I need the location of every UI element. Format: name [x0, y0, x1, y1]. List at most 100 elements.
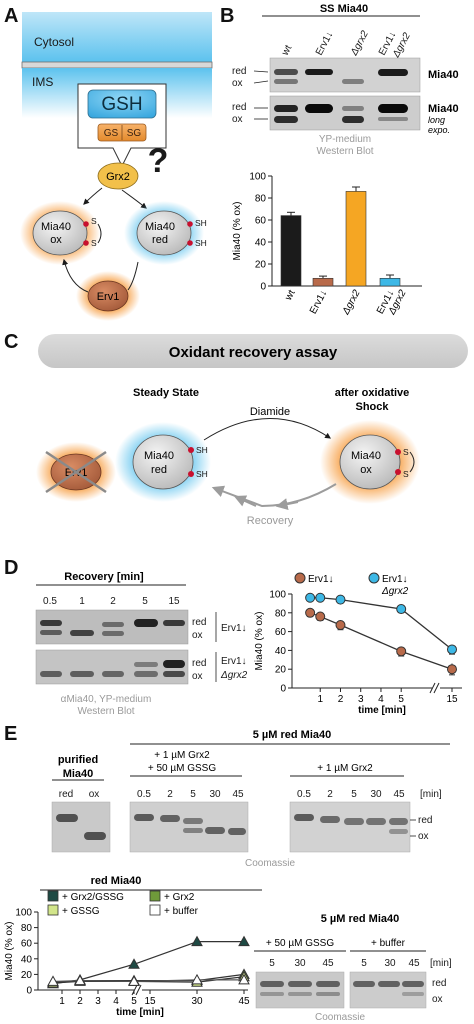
blot-band: [378, 69, 408, 76]
panel-label-c: C: [4, 331, 18, 353]
gel-band: [294, 814, 314, 821]
lower-time-label: 45: [322, 958, 334, 969]
y-tick-label: 40: [21, 954, 33, 965]
cytosol-label: Cytosol: [34, 35, 74, 49]
bar: [280, 215, 302, 287]
gel-band: [402, 992, 424, 996]
disulfide-s: S: [91, 216, 97, 226]
gel-band: [320, 816, 340, 823]
series-line: [133, 941, 198, 965]
x-tick-label: 3: [358, 694, 364, 705]
data-point: [315, 592, 326, 603]
condition-grx2: + 1 µM Grx2: [317, 763, 373, 774]
band-label-ox: ox: [192, 630, 203, 641]
blot-caption-antibody: αMia40, YP-medium: [61, 694, 152, 705]
y-tick-label: 60: [255, 216, 267, 227]
blot-band: [134, 671, 158, 677]
blot-caption-method: Western Blot: [77, 706, 134, 717]
series-line: [309, 612, 453, 670]
lower-condition-gssg: + 50 µM GSSG: [266, 938, 335, 949]
blot-band: [102, 631, 124, 636]
gssg-label-left: GS: [104, 128, 119, 139]
western-blot-1: red ox Mia40: [232, 57, 459, 93]
cysteine-dot: [395, 449, 401, 455]
disulfide-bond: [409, 451, 415, 473]
lower-time-label: 30: [294, 958, 306, 969]
erv1-label: Erv1: [97, 291, 120, 303]
blot-protein-label: Mia40: [428, 103, 459, 115]
blot-band: [274, 79, 298, 84]
blot-band: [305, 69, 333, 75]
data-point: [128, 975, 140, 986]
time-label: 0.5: [43, 596, 57, 607]
data-point: [238, 935, 250, 947]
chart-title: red Mia40: [91, 875, 142, 887]
blot-band: [163, 620, 185, 626]
coomassie-caption: Coomassie: [245, 858, 295, 869]
x-tick-label: 45: [238, 996, 250, 1007]
data-point: [396, 646, 407, 657]
cysteine-dot: [83, 221, 89, 227]
diamide-label: Diamide: [250, 406, 290, 418]
time-label: 1: [79, 596, 85, 607]
series-line: [310, 597, 453, 650]
legend-label: + buffer: [164, 906, 199, 917]
long-exposure-note: expo.: [428, 125, 450, 135]
western-blot-2: red ox Mia40 long expo.: [232, 95, 459, 135]
y-tick-label: 80: [255, 194, 267, 205]
legend-swatch: [149, 904, 161, 916]
band-label-red: red: [192, 658, 206, 669]
y-tick-label: 60: [21, 939, 33, 950]
thiol-sh: SH: [195, 238, 207, 248]
legend-swatch: [47, 904, 59, 916]
mia40-ox-shape: [339, 434, 401, 490]
gel-band: [316, 992, 340, 996]
y-tick-label: 0: [280, 684, 286, 695]
gel-top-title: 5 µM red Mia40: [253, 729, 331, 741]
legend-label: Erv1↓: [382, 574, 408, 585]
gel-background: [289, 801, 411, 853]
data-point: [335, 620, 346, 631]
x-tick-label: 4: [113, 996, 119, 1007]
gel-band: [389, 818, 408, 825]
band-label-ox: ox: [232, 78, 243, 89]
blot-strain-label: Δgrx2: [220, 670, 248, 681]
axis-break: [429, 682, 436, 694]
cysteine-dot: [187, 221, 193, 227]
lane-label-grx2: Δgrx2: [348, 29, 371, 59]
gel-background: [129, 801, 249, 853]
panel-c: C Oxidant recovery assay Steady State af…: [4, 331, 468, 527]
x-tick-label: 5: [398, 694, 404, 705]
legend-label: + GSSG: [62, 906, 100, 917]
cysteine-dot: [188, 447, 194, 453]
coomassie-gel-grx2-gssg: [129, 801, 249, 853]
blot-band: [305, 104, 333, 113]
y-tick-label: 0: [26, 986, 32, 997]
y-tick-label: 60: [275, 627, 287, 638]
western-blot-erv1-grx2: red ox Erv1↓ Δgrx2: [35, 649, 248, 685]
grx2-to-red-arrow: [121, 189, 147, 209]
series-line: [133, 979, 198, 983]
gel-band: [84, 832, 106, 840]
blot-band: [274, 116, 298, 123]
gel-time-unit: [min]: [420, 789, 442, 800]
mia40-ox-state: ox: [50, 234, 62, 246]
data-point: [191, 935, 203, 947]
panel-b: B SS Mia40 wt Erv1↓ Δgrx2 Erv1↓ Δgrx2 re…: [220, 3, 459, 317]
cysteine-dot: [395, 469, 401, 475]
blot-band: [102, 622, 124, 627]
disulfide-bond: [97, 223, 102, 244]
band-tick: [253, 80, 269, 84]
x-tick-label: 30: [191, 996, 203, 1007]
band-tick: [253, 70, 269, 73]
panel-label-a: A: [4, 5, 18, 27]
gel-band: [183, 828, 203, 833]
lower-time-unit: [min]: [430, 958, 452, 969]
panel-e: E 5 µM red Mia40 purified Mia40 red ox +…: [4, 723, 452, 1023]
ims-label: IMS: [32, 75, 53, 89]
blot-strain-label: Erv1↓: [221, 623, 247, 634]
gel-band: [183, 818, 203, 824]
data-point: [305, 592, 316, 603]
